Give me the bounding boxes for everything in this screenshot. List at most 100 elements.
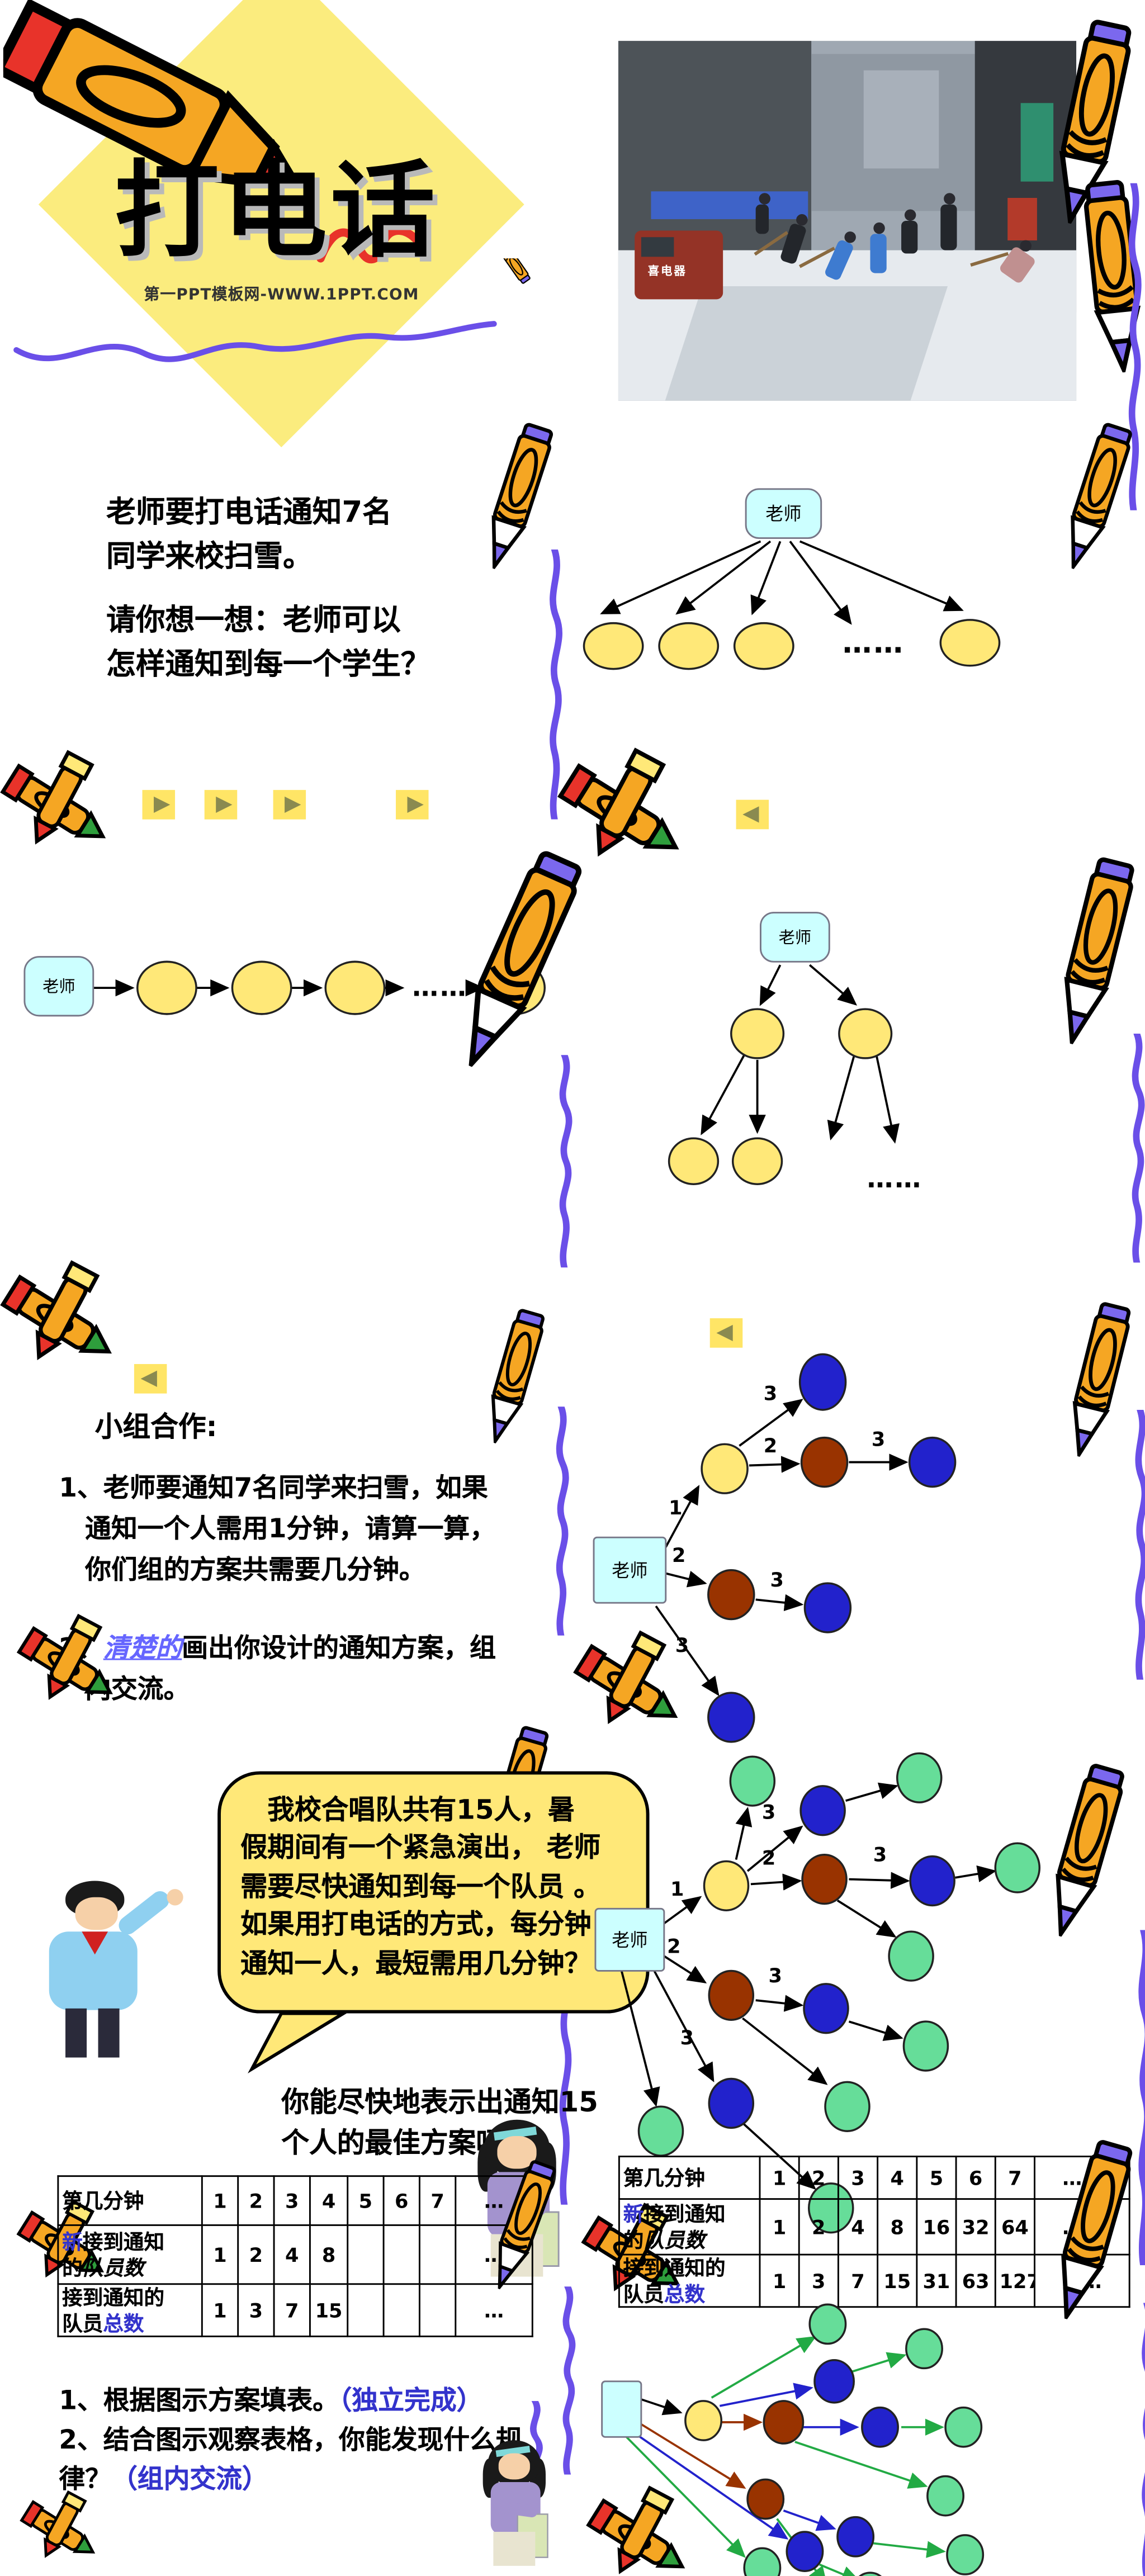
student-node (803, 1582, 852, 1633)
play-button[interactable] (273, 790, 306, 820)
table-cell: 2 (798, 2156, 839, 2200)
task1-text: 1、根据图示方案填表。 (59, 2384, 339, 2416)
call-arrow (663, 1955, 707, 1983)
ellipsis-dots: …… (843, 626, 905, 660)
back-button[interactable] (134, 1364, 167, 1394)
task2-text: 2、结合图示观察表格，你能发现什么规 律？ (59, 2423, 522, 2494)
table-cell: 4 (877, 2156, 918, 2200)
boy-scarf (82, 1931, 108, 1955)
play-button[interactable] (204, 790, 238, 820)
call-arrow (701, 1054, 745, 1135)
call-arrow (755, 1995, 804, 2012)
call-arrow (783, 2509, 836, 2531)
table-cell: 63 (955, 2253, 996, 2308)
back-icon (715, 1324, 732, 1342)
table-cell: 3 (237, 2283, 275, 2338)
call-arrow (759, 964, 782, 1006)
play-icon (153, 796, 169, 813)
table-cell (418, 2283, 457, 2338)
van-window (641, 237, 674, 257)
minute-label: 2 (764, 1434, 777, 1457)
table-cell (382, 2283, 420, 2338)
boy-hand (167, 1889, 183, 1906)
table-cell: 4 (837, 2198, 879, 2256)
play-button[interactable] (396, 790, 429, 820)
student-node (786, 2531, 824, 2572)
play-button[interactable] (142, 790, 176, 820)
play-icon (215, 796, 231, 813)
student-node (824, 2081, 870, 2132)
student-node (836, 2516, 875, 2558)
call-arrow (873, 2541, 946, 2558)
table-cell: 8 (877, 2198, 918, 2256)
row-label: 新接到通知 的队员数 (57, 2224, 203, 2285)
photo-sign-red (1007, 198, 1037, 241)
boy-face (75, 1897, 118, 1930)
call-arrow (851, 2352, 907, 2373)
table-cell: 15 (877, 2253, 918, 2308)
photo-person (940, 193, 957, 250)
call-arrow (808, 964, 858, 1006)
call-arrow (755, 1594, 804, 1611)
table-cell: 64 (994, 2198, 1035, 2256)
teacher-label: 老师 (612, 1929, 647, 1950)
crayon-plane-icon (585, 2483, 693, 2576)
call-arrow (735, 1807, 753, 1860)
task-2: 2、结合图示观察表格，你能发现什么规 律？（组内交流） (59, 2421, 605, 2499)
table-cell: 3 (273, 2175, 311, 2226)
student-node (902, 2020, 949, 2072)
teacher-label: 老师 (42, 977, 75, 996)
table-cell: 8 (309, 2224, 349, 2285)
table-cell: 15 (309, 2283, 349, 2338)
minute-label: 3 (680, 2026, 694, 2049)
student-node (858, 2572, 882, 2576)
table-cell: 6 (955, 2156, 996, 2200)
call-arrow (750, 541, 782, 615)
task-1: 1、根据图示方案填表。（独立完成） (59, 2381, 605, 2421)
call-arrow (663, 1896, 702, 1925)
teacher-box (23, 956, 94, 1017)
photo-shop-banner (651, 191, 808, 220)
teacher-box (593, 1536, 667, 1604)
student-node (743, 2547, 782, 2576)
student-node (708, 2077, 755, 2129)
student-node (838, 1008, 893, 1059)
table-cell: 1 (759, 2198, 800, 2256)
item2-emphasis: 清楚的 (103, 1632, 182, 1664)
photo-sign-green (1020, 103, 1054, 182)
photo-building-mid2 (863, 70, 939, 169)
student-node (708, 1969, 755, 2021)
crayon-icon (3, 0, 300, 188)
student-node (730, 1008, 785, 1059)
table-cell: 7 (273, 2283, 311, 2338)
table-cell (382, 2224, 420, 2285)
row-label: 接到通知的 队员总数 (618, 2253, 761, 2308)
ellipsis-dots: …… (867, 1164, 922, 1194)
speech-bubble: 我校合唱队共有15人，暑 假期间有一个紧急演出， 老师 需要尽快通知到每一个队员… (217, 1771, 650, 2014)
minute-label: 3 (764, 1382, 777, 1405)
colored-tree-15-diagram (601, 2303, 985, 2576)
table-cell: 2 (237, 2224, 275, 2285)
table-cell: … (455, 2175, 533, 2226)
back-button[interactable] (736, 799, 769, 830)
student-node (926, 2475, 964, 2517)
table-cell: 5 (916, 2156, 957, 2200)
call-arrow (794, 2441, 928, 2489)
crayon-plane-icon (0, 1256, 121, 1387)
student-node (905, 2328, 943, 2370)
call-arrow (849, 1872, 910, 1889)
boy-character (42, 1878, 183, 2061)
table-cell: 4 (273, 2224, 311, 2285)
minute-label: 3 (770, 1569, 783, 1592)
teacher-label: 老师 (612, 1560, 647, 1581)
call-arrow (675, 540, 772, 615)
task1-note: （独立完成） (339, 2384, 483, 2416)
minute-label: 2 (672, 1544, 685, 1567)
student-node (944, 2406, 983, 2448)
table-cell: 7 (837, 2253, 879, 2308)
table-cell: 31 (916, 2253, 957, 2308)
back-button[interactable] (709, 1318, 743, 1348)
minute-label: 3 (675, 1634, 689, 1657)
